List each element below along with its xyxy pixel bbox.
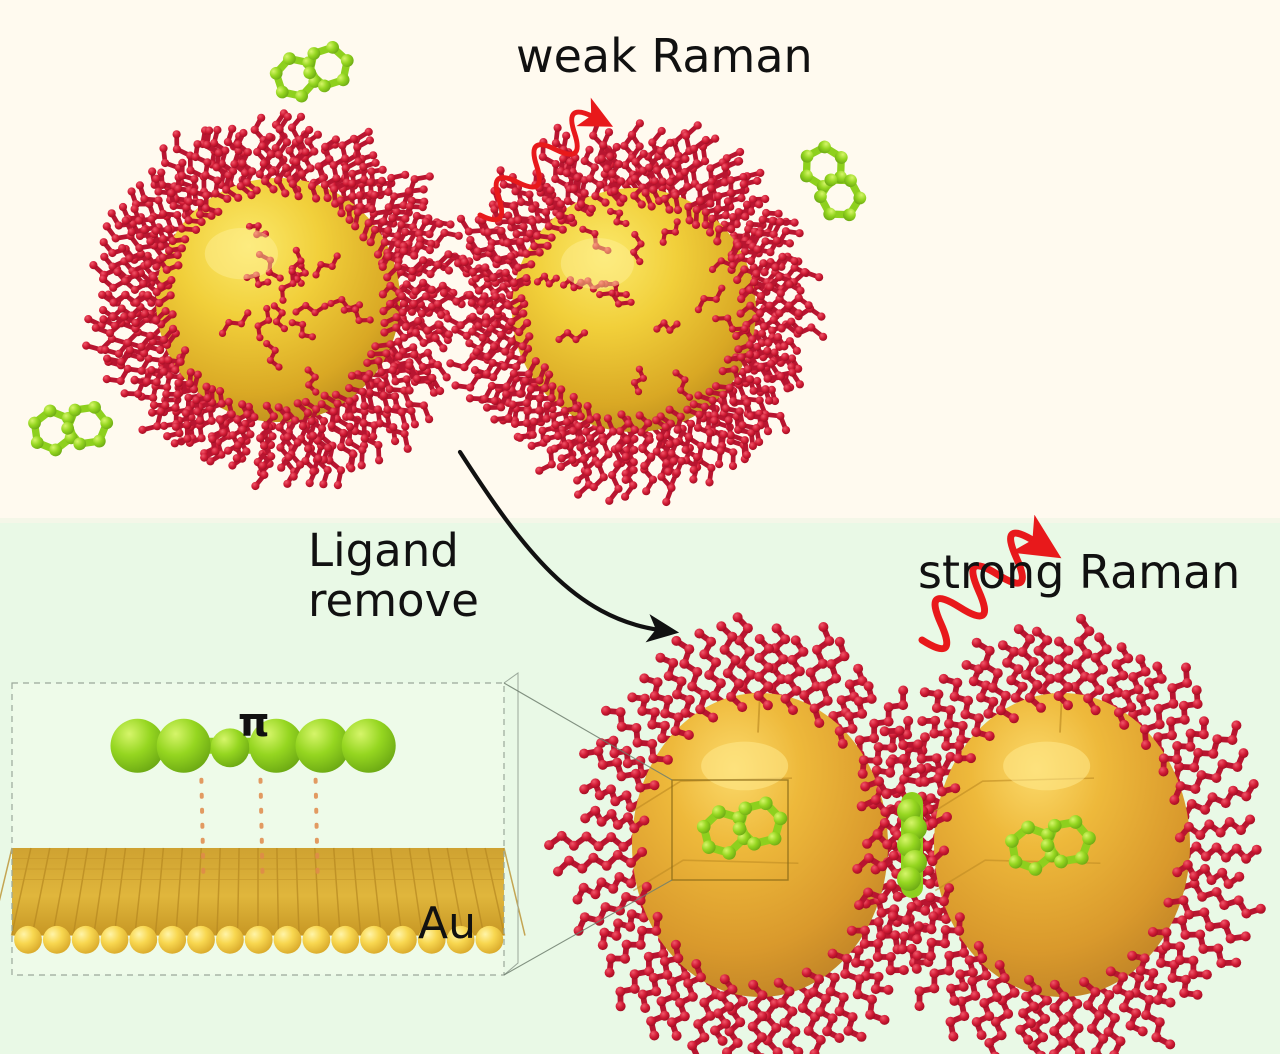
strong-raman-label: strong Raman: [918, 545, 1240, 599]
pi-molecule: [110, 718, 396, 773]
bottom-particles-layer: [544, 612, 1266, 1054]
ligand-corona-front: [553, 621, 956, 1054]
au-atom: [14, 925, 42, 954]
molecule-atom: [249, 718, 304, 773]
inset-frame-depth: [503, 672, 519, 976]
inset-connector: [503, 879, 673, 976]
nanoparticle-left-top: [82, 109, 474, 491]
analyte-top-left-free: [269, 40, 354, 103]
pi-interaction-link: [199, 777, 206, 876]
au-atom: [158, 925, 187, 954]
pi-interaction-link: [313, 777, 320, 876]
au-atom: [187, 925, 215, 954]
top-free-analytes-layer: [28, 40, 867, 457]
gold-core: [156, 178, 400, 422]
inset-layer: [0, 672, 673, 976]
au-atom: [129, 925, 158, 954]
au-atom: [244, 925, 273, 954]
weak-raman-label: weak Raman: [516, 29, 813, 83]
au-atom: [331, 925, 360, 954]
core-highlight: [204, 228, 278, 280]
au-label: Au: [418, 898, 476, 949]
inset-connector: [503, 682, 673, 781]
au-surface-inset: [0, 672, 673, 976]
panel-divider: [0, 518, 1280, 523]
gold-core: [934, 693, 1190, 997]
molecule-atom: [295, 718, 350, 773]
au-atom: [42, 925, 71, 954]
au-atom: [360, 925, 388, 954]
top-particles-layer: [82, 109, 828, 507]
ligand-corona-front: [91, 112, 467, 481]
gold-core: [512, 188, 756, 432]
au-lattice: [0, 847, 526, 954]
core-highlight: [560, 238, 635, 290]
ligand-remove-label-line1: Ligand: [308, 524, 459, 577]
molecule-atom: [210, 728, 250, 768]
analyte-right-free: [800, 140, 867, 222]
weak-raman-arrow: [477, 97, 614, 223]
nanoparticle-right-bottom: [852, 613, 1266, 1054]
hotspot-analyte: [897, 792, 927, 898]
au-atom: [446, 925, 475, 954]
au-atom: [389, 925, 417, 954]
analyte-on-left-particle: [696, 796, 788, 860]
au-atom: [475, 925, 504, 954]
facet-seam: [632, 859, 799, 892]
ligand-remove-arrow: [457, 449, 680, 643]
pi-label: π: [238, 700, 270, 746]
molecule-atom: [341, 718, 396, 773]
molecule-atom: [110, 718, 165, 773]
pi-interaction-link: [258, 777, 265, 876]
au-atom: [100, 925, 129, 954]
inset-frame: [11, 682, 505, 976]
analyte-on-right-particle: [1005, 815, 1096, 876]
ligand-corona-front: [439, 126, 824, 492]
strong-raman-arrow: [918, 514, 1062, 653]
core-highlight: [1003, 741, 1091, 791]
analyte-bottom-left-free: [28, 400, 114, 457]
core-highlight: [701, 741, 789, 791]
au-atom: [302, 925, 331, 954]
au-atom: [71, 925, 100, 954]
nanoparticle-right-top: [439, 117, 828, 507]
zoom-region-box: [671, 779, 789, 881]
au-atom: [273, 925, 302, 954]
ligand-remove-label-line2: remove: [308, 574, 479, 627]
au-atom: [417, 925, 446, 954]
molecule-atom: [156, 718, 211, 773]
au-atom: [216, 925, 244, 954]
arrows-layer: [457, 97, 1062, 653]
